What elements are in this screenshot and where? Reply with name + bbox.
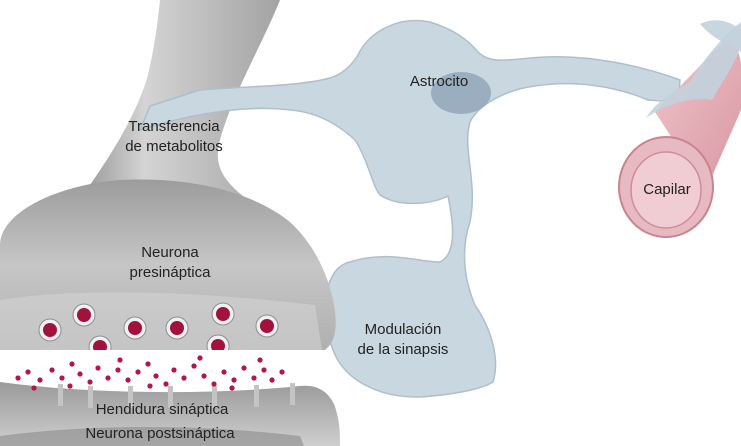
label-synapse-modulation-line1: Modulación (348, 320, 458, 340)
label-capillary: Capilar (630, 180, 704, 200)
label-synapse-modulation-line2: de la sinapsis (348, 340, 458, 360)
label-astrocyte: Astrocito (400, 72, 478, 92)
label-metabolite-transfer-line1: Transferencia (110, 117, 238, 137)
label-presynaptic-neuron-line1: Neurona (100, 243, 240, 263)
capillary (619, 20, 741, 237)
label-metabolite-transfer-line2: de metabolitos (110, 137, 238, 157)
label-synaptic-cleft: Hendidura sináptica (72, 400, 252, 420)
label-presynaptic-neuron-line2: presináptica (100, 263, 240, 283)
label-postsynaptic-neuron: Neurona postsináptica (60, 424, 260, 444)
synaptic-cleft (0, 350, 325, 382)
